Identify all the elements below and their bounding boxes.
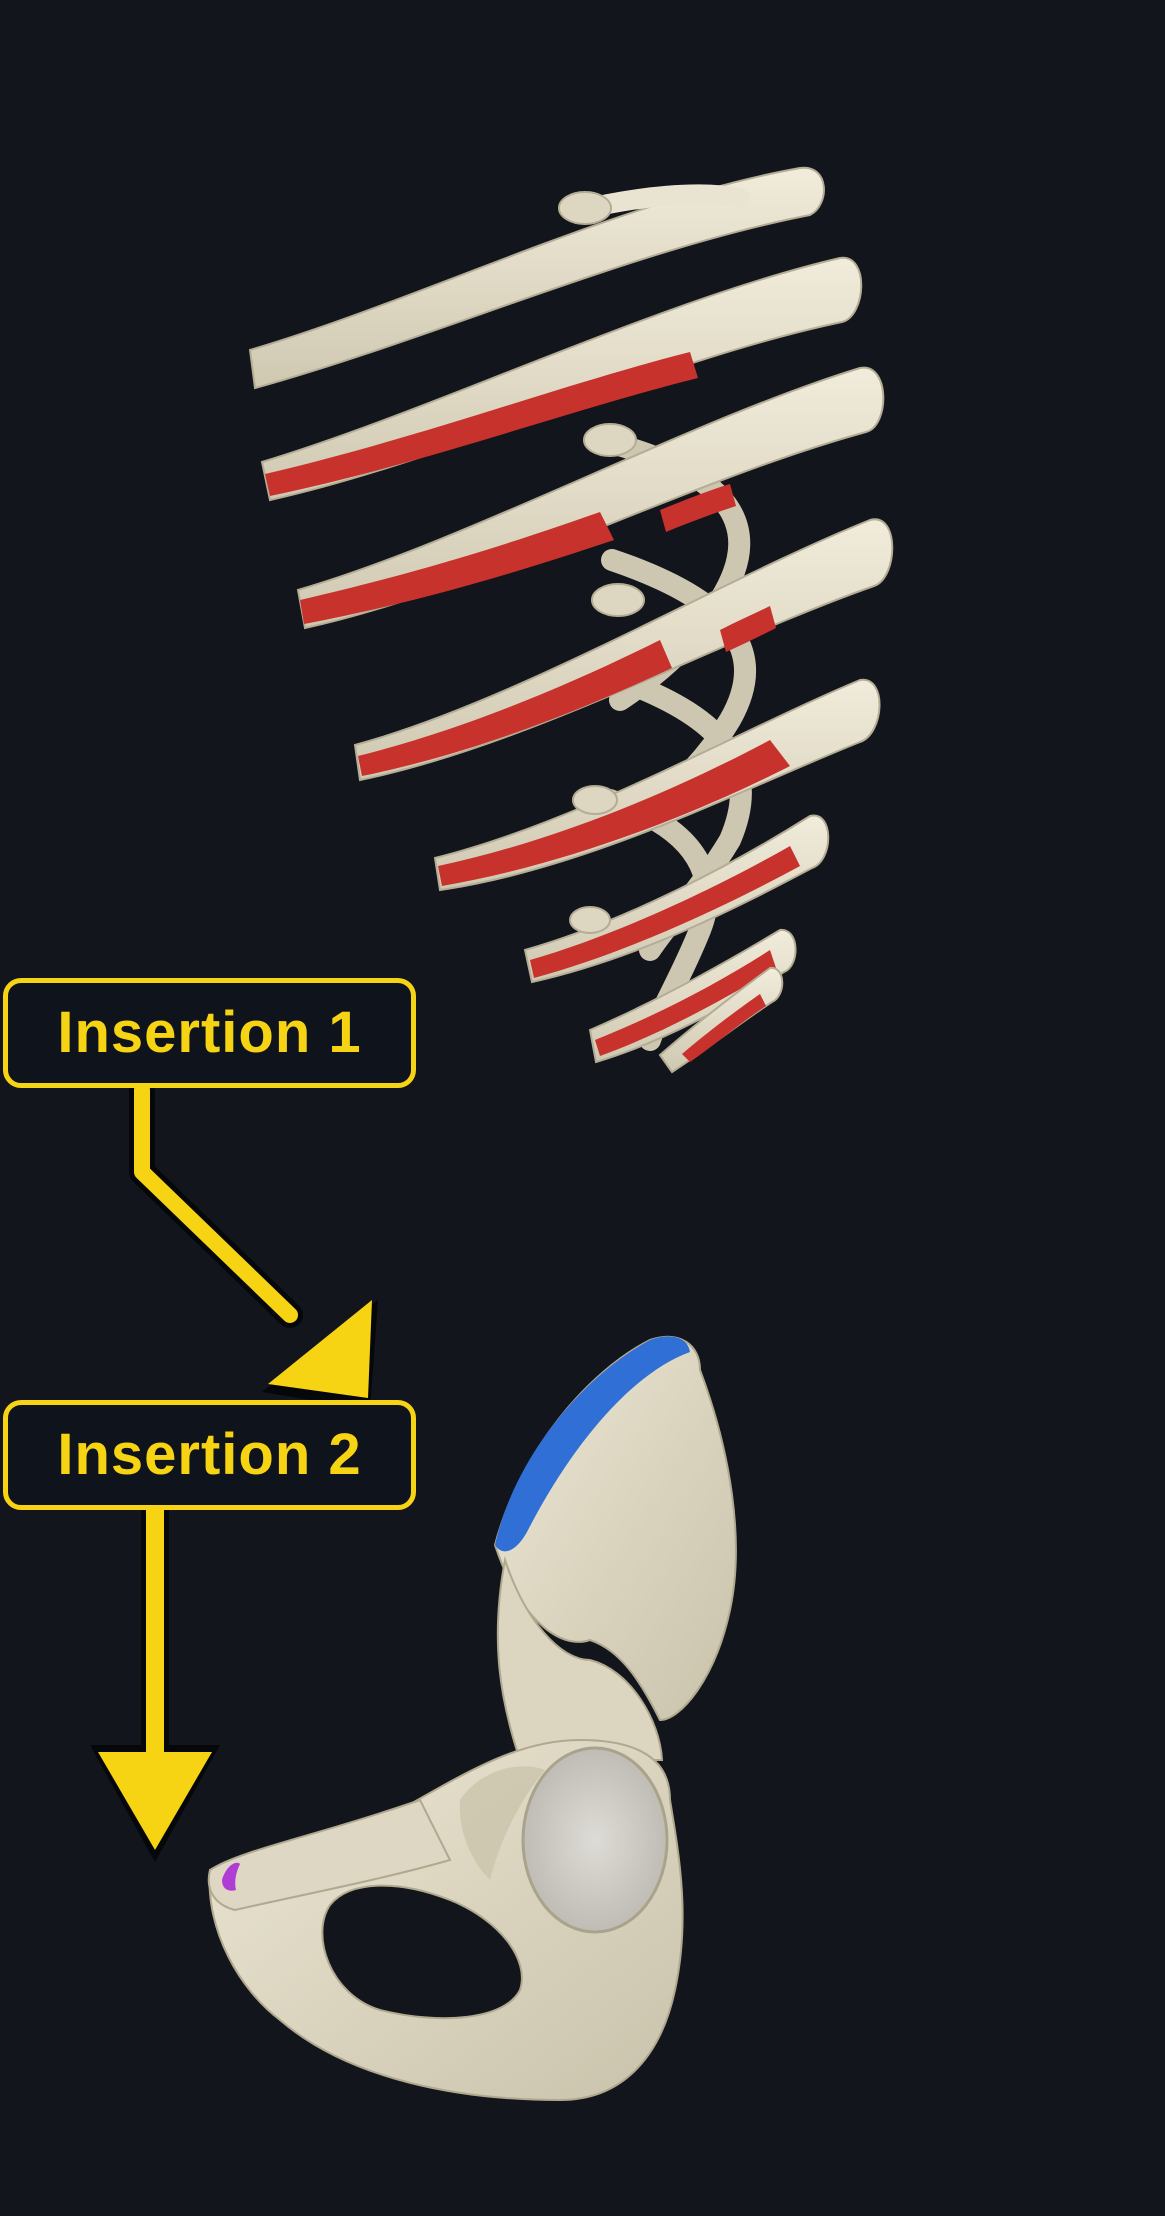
insertion-2-label: Insertion 2 — [3, 1400, 416, 1510]
rib-1 — [248, 166, 825, 390]
rib-cage — [248, 166, 894, 1074]
rib-7 — [588, 928, 797, 1064]
muscle-attachment-rib-4 — [358, 640, 672, 776]
muscle-attachment-iliac-crest — [495, 1336, 690, 1552]
rib-4 — [353, 518, 894, 782]
obturator-foramen — [321, 1884, 523, 2020]
rib-3 — [296, 366, 885, 630]
muscle-attachment-rib-2 — [265, 352, 698, 496]
arrow-insertion-1 — [129, 1077, 378, 1410]
rib-heads — [558, 191, 645, 934]
rib-6 — [523, 814, 830, 984]
acetabulum — [521, 1746, 669, 1934]
muscle-attachment-rib-3 — [300, 512, 614, 624]
muscle-attachment-pubic-tubercle — [222, 1862, 240, 1891]
rib-2 — [260, 256, 863, 502]
muscle-attachment-rib-5 — [438, 740, 790, 886]
arrowhead-1 — [268, 1300, 372, 1398]
insertion-1-label: Insertion 1 — [3, 978, 416, 1088]
insertion-1-text: Insertion 1 — [57, 1000, 362, 1065]
arrow-insertion-2 — [90, 1496, 220, 1862]
hip-bone — [207, 1335, 737, 2102]
rib-8 — [658, 967, 784, 1074]
arrowhead-2 — [98, 1752, 212, 1850]
muscle-attachment-rib-6 — [530, 846, 800, 978]
muscle-attachment-rib-7 — [595, 950, 776, 1056]
rib-5 — [433, 678, 881, 892]
insertion-2-text: Insertion 2 — [57, 1422, 362, 1487]
